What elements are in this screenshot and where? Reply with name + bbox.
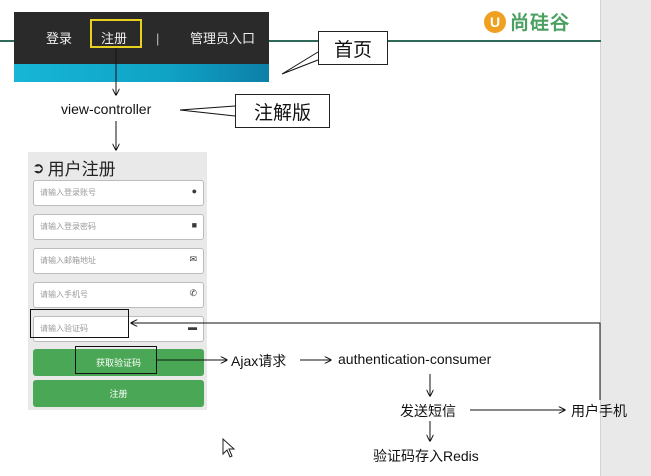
logo-text: 尚硅谷 [510,13,571,34]
register-button[interactable]: 注册 [33,380,204,407]
callout-annotation: 注解版 [235,94,330,128]
navbar-banner-stripe [14,64,269,82]
form-title: ➲ 用户注册 [32,155,116,180]
logo-badge-icon: U [484,10,506,33]
auth-consumer-label: authentication-consumer [338,351,492,367]
password-field[interactable]: 请输入登录密码 ■ [33,214,204,240]
sign-in-icon: ➲ [32,159,45,177]
view-controller-label: view-controller [61,101,152,117]
account-field-placeholder: 请输入登录账号 [40,188,96,197]
lock-icon: ■ [191,220,197,230]
get-code-button[interactable]: 获取验证码 [33,349,204,376]
nav-admin-link[interactable]: 管理员入口 [190,31,256,46]
nav-login-link[interactable]: 登录 [46,31,73,46]
email-field-placeholder: 请输入邮箱地址 [40,256,96,265]
form-title-text: 用户注册 [47,160,116,179]
account-field[interactable]: 请输入登录账号 ● [33,180,204,206]
brand-logo: U 尚硅谷 [484,8,570,35]
nav-register-link[interactable]: 注册 [101,31,128,46]
verification-code-field-placeholder: 请输入验证码 [40,324,88,333]
send-sms-label: 发送短信 [400,403,456,419]
nav-separator: | [156,31,160,46]
mouse-cursor-icon [222,438,236,458]
store-redis-label: 验证码存入Redis [373,448,479,464]
header-divider [0,40,601,42]
register-highlight-box [90,19,142,48]
verification-code-highlight-box [30,309,129,338]
callout-annotation-pointer [179,105,236,117]
callout-home-pointer [281,51,319,75]
phone-field-placeholder: 请输入手机号 [40,290,88,299]
right-gutter [601,0,651,476]
password-field-placeholder: 请输入登录密码 [40,222,96,231]
arrow-phone-to-code-field [131,323,601,400]
user-icon: ● [191,186,197,196]
ajax-request-label: Ajax请求 [231,353,287,369]
envelope-icon: ✉ [189,254,197,264]
phone-field[interactable]: 请输入手机号 ✆ [33,282,204,308]
phone-icon: ✆ [189,288,197,298]
email-field[interactable]: 请输入邮箱地址 ✉ [33,248,204,274]
user-phone-label: 用户手机 [571,403,627,419]
page-edge [600,0,601,476]
get-code-highlight-box [75,346,157,374]
callout-home: 首页 [318,31,388,65]
message-icon: ▬ [188,322,197,332]
